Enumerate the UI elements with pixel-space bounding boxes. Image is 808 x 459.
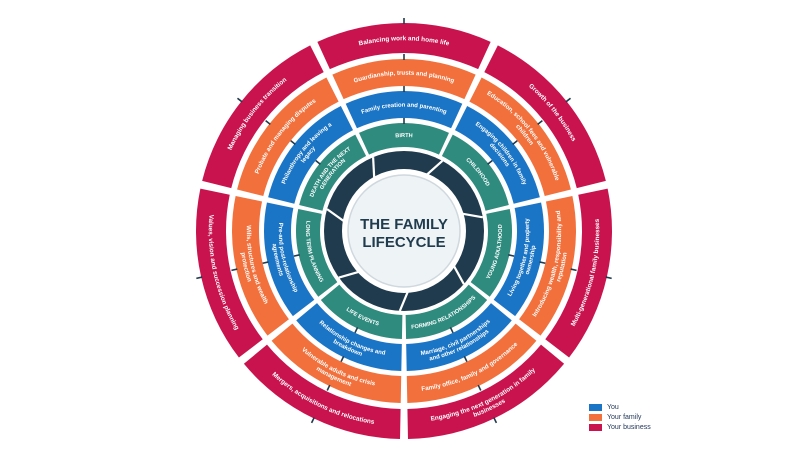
family-connector xyxy=(570,268,577,272)
core-divider xyxy=(452,264,465,285)
stage-segment xyxy=(470,208,512,297)
stage-label: BIRTH xyxy=(395,133,413,139)
core-divider xyxy=(461,212,484,219)
core-divider xyxy=(326,208,346,223)
center-title-line1: THE FAMILY xyxy=(360,216,448,233)
you-connector xyxy=(512,139,518,145)
you-connector xyxy=(539,261,546,265)
business-segment xyxy=(407,344,565,439)
stage-connector xyxy=(508,254,515,257)
legend-swatch-family xyxy=(589,413,602,421)
family-segment xyxy=(231,195,289,336)
legend-item-family: Your family xyxy=(589,412,651,422)
stage-segment xyxy=(359,122,449,155)
stage-segment xyxy=(296,208,338,297)
you-connector xyxy=(340,355,345,362)
business-connector xyxy=(605,276,612,280)
business-segment xyxy=(243,344,401,439)
wheel-rings xyxy=(192,18,616,443)
stage-segment xyxy=(405,284,488,339)
core-divider xyxy=(372,157,376,179)
business-segment xyxy=(545,188,613,358)
family-segment xyxy=(271,323,402,403)
stage-segment xyxy=(299,134,367,211)
center-title-line2: LIFECYCLE xyxy=(362,234,445,251)
legend: You Your family Your business xyxy=(589,402,651,432)
business-segment xyxy=(196,188,263,358)
family-segment xyxy=(469,77,571,197)
center-hub: THE FAMILY LIFECYCLE xyxy=(347,174,461,288)
legend-swatch-business xyxy=(589,423,602,431)
family-connector xyxy=(326,384,331,391)
family-segment xyxy=(332,59,476,100)
business-segment xyxy=(317,22,491,70)
legend-item-you: You xyxy=(589,402,651,412)
core-divider xyxy=(425,160,444,177)
you-segment xyxy=(268,106,354,204)
legend-item-business: Your business xyxy=(589,422,651,432)
you-segment xyxy=(493,202,544,317)
stage-connector xyxy=(354,327,359,334)
family-connector xyxy=(477,384,482,391)
business-segment xyxy=(484,45,606,189)
stage-segment xyxy=(441,134,509,211)
core-divider xyxy=(338,270,361,279)
you-connector xyxy=(290,139,296,145)
legend-label-you: You xyxy=(607,403,619,411)
business-connector xyxy=(493,417,498,424)
you-segment xyxy=(345,91,463,129)
stage-segment xyxy=(320,284,403,339)
you-segment xyxy=(264,202,315,317)
stage-connector xyxy=(293,254,300,257)
stage-connector xyxy=(315,159,321,165)
family-segment xyxy=(519,195,576,336)
stage-connector xyxy=(487,159,493,165)
family-connector xyxy=(265,120,271,126)
business-connector xyxy=(196,276,203,280)
you-segment xyxy=(454,106,540,204)
you-segment xyxy=(296,303,402,371)
legend-label-family: Your family xyxy=(607,413,642,421)
you-connector xyxy=(262,261,269,265)
legend-label-business: Your business xyxy=(607,423,651,431)
you-segment xyxy=(406,303,512,371)
family-connector xyxy=(231,268,238,272)
business-connector xyxy=(310,417,315,424)
you-connector xyxy=(463,355,468,362)
family-segment xyxy=(406,323,537,403)
business-connector xyxy=(565,97,572,103)
business-connector xyxy=(236,97,243,103)
business-segment xyxy=(202,45,324,189)
stage-connector xyxy=(449,327,454,334)
family-connector xyxy=(537,120,543,126)
legend-swatch-you xyxy=(589,403,602,411)
family-segment xyxy=(237,77,339,197)
core-divider xyxy=(398,290,410,312)
